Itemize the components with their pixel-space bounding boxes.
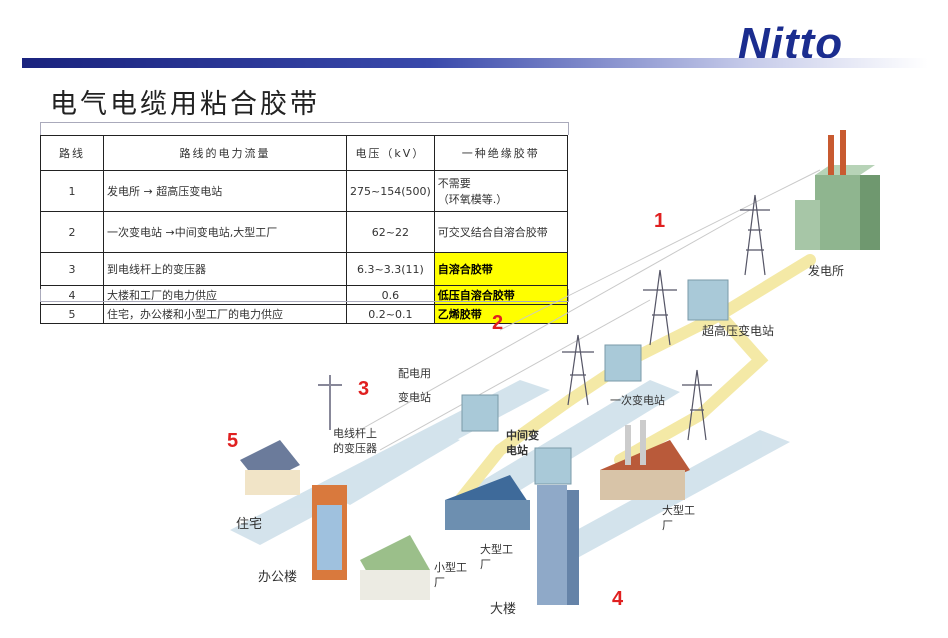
label-large-factory-mid: 大型工 厂 bbox=[480, 543, 513, 571]
voltage-cell: 62~22 bbox=[346, 211, 435, 253]
tape-cell: 乙烯胶带 bbox=[433, 304, 568, 324]
label-pole-transformer: 电线杆上 的变压器 bbox=[333, 427, 377, 455]
factories bbox=[445, 420, 690, 530]
small-factory bbox=[360, 535, 430, 600]
route-number-4: 4 bbox=[612, 588, 624, 610]
power-plant bbox=[795, 130, 880, 250]
substations bbox=[461, 279, 729, 485]
header-bar bbox=[22, 58, 928, 68]
pole-transformer bbox=[318, 375, 342, 430]
route-number-2: 2 bbox=[492, 312, 504, 334]
label-ultra-substation: 超高压变电站 bbox=[702, 324, 775, 338]
label-intermediate-substation: 中间变 电站 bbox=[506, 429, 539, 457]
route-cell: 5 bbox=[40, 304, 104, 324]
route-cell: 3 bbox=[40, 252, 104, 286]
label-power-plant: 发电所 bbox=[808, 264, 845, 278]
label-small-factory: 小型工 厂 bbox=[434, 561, 467, 589]
route-number-1: 1 bbox=[654, 210, 666, 232]
office-tower bbox=[537, 485, 579, 605]
route-cell: 2 bbox=[40, 211, 104, 253]
voltage-cell: 0.2~0.1 bbox=[346, 304, 435, 324]
tape-cell: 可交叉结合自溶合胶带 bbox=[433, 211, 568, 253]
route-cell: 1 bbox=[40, 170, 104, 212]
label-large-factory-right: 大型工 厂 bbox=[662, 504, 695, 532]
label-primary-substation: 一次变电站 bbox=[610, 394, 665, 407]
office-building bbox=[312, 485, 347, 580]
label-residence: 住宅 bbox=[236, 517, 263, 532]
label-distribution-substation: 配电用 变电站 bbox=[398, 367, 431, 404]
route-number-3: 3 bbox=[358, 378, 370, 400]
power-distribution-diagram bbox=[230, 130, 880, 605]
table-top-strip bbox=[40, 122, 569, 135]
flow-cell: 住宅，办公楼和小型工厂的电力供应 bbox=[103, 304, 347, 324]
header-flow: 路线的电力流量 bbox=[103, 135, 347, 171]
house bbox=[240, 440, 300, 495]
power-path bbox=[454, 254, 816, 506]
voltage-cell: 6.3~3.3(11) bbox=[346, 252, 435, 286]
route-number-5: 5 bbox=[227, 430, 239, 452]
voltage-cell: 275~154(500) bbox=[346, 170, 435, 212]
tape-cell: 自溶合胶带 bbox=[433, 252, 568, 286]
transmission-towers bbox=[562, 194, 770, 441]
label-office: 办公楼 bbox=[258, 570, 298, 585]
label-building: 大楼 bbox=[490, 602, 517, 617]
transmission-lines bbox=[359, 169, 821, 451]
header-route: 路线 bbox=[40, 135, 104, 171]
page-title: 电气电缆用粘合胶带 bbox=[50, 89, 320, 120]
